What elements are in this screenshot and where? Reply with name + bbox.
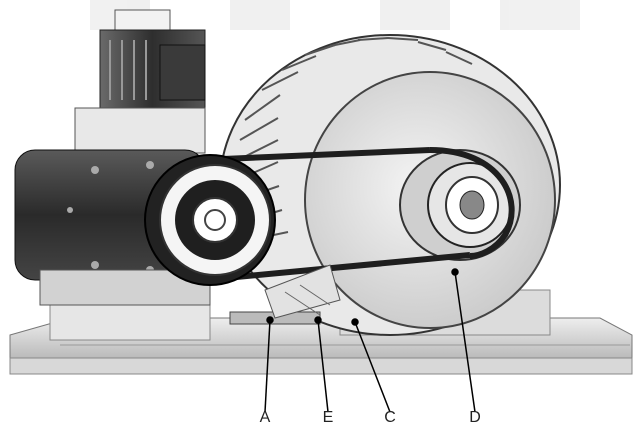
motor-top-unit: [74, 9, 206, 154]
tensioner-bracket: [229, 264, 341, 325]
callout-label-a: A: [259, 409, 271, 426]
leader-lines: [264, 268, 476, 413]
callout-label-e: E: [322, 409, 334, 426]
drive-belt: [199, 147, 515, 283]
small-drive-pulley: [144, 154, 276, 286]
callout-label-c: C: [384, 409, 396, 426]
callout-label-d: D: [469, 409, 481, 426]
watermark: [90, 0, 580, 30]
